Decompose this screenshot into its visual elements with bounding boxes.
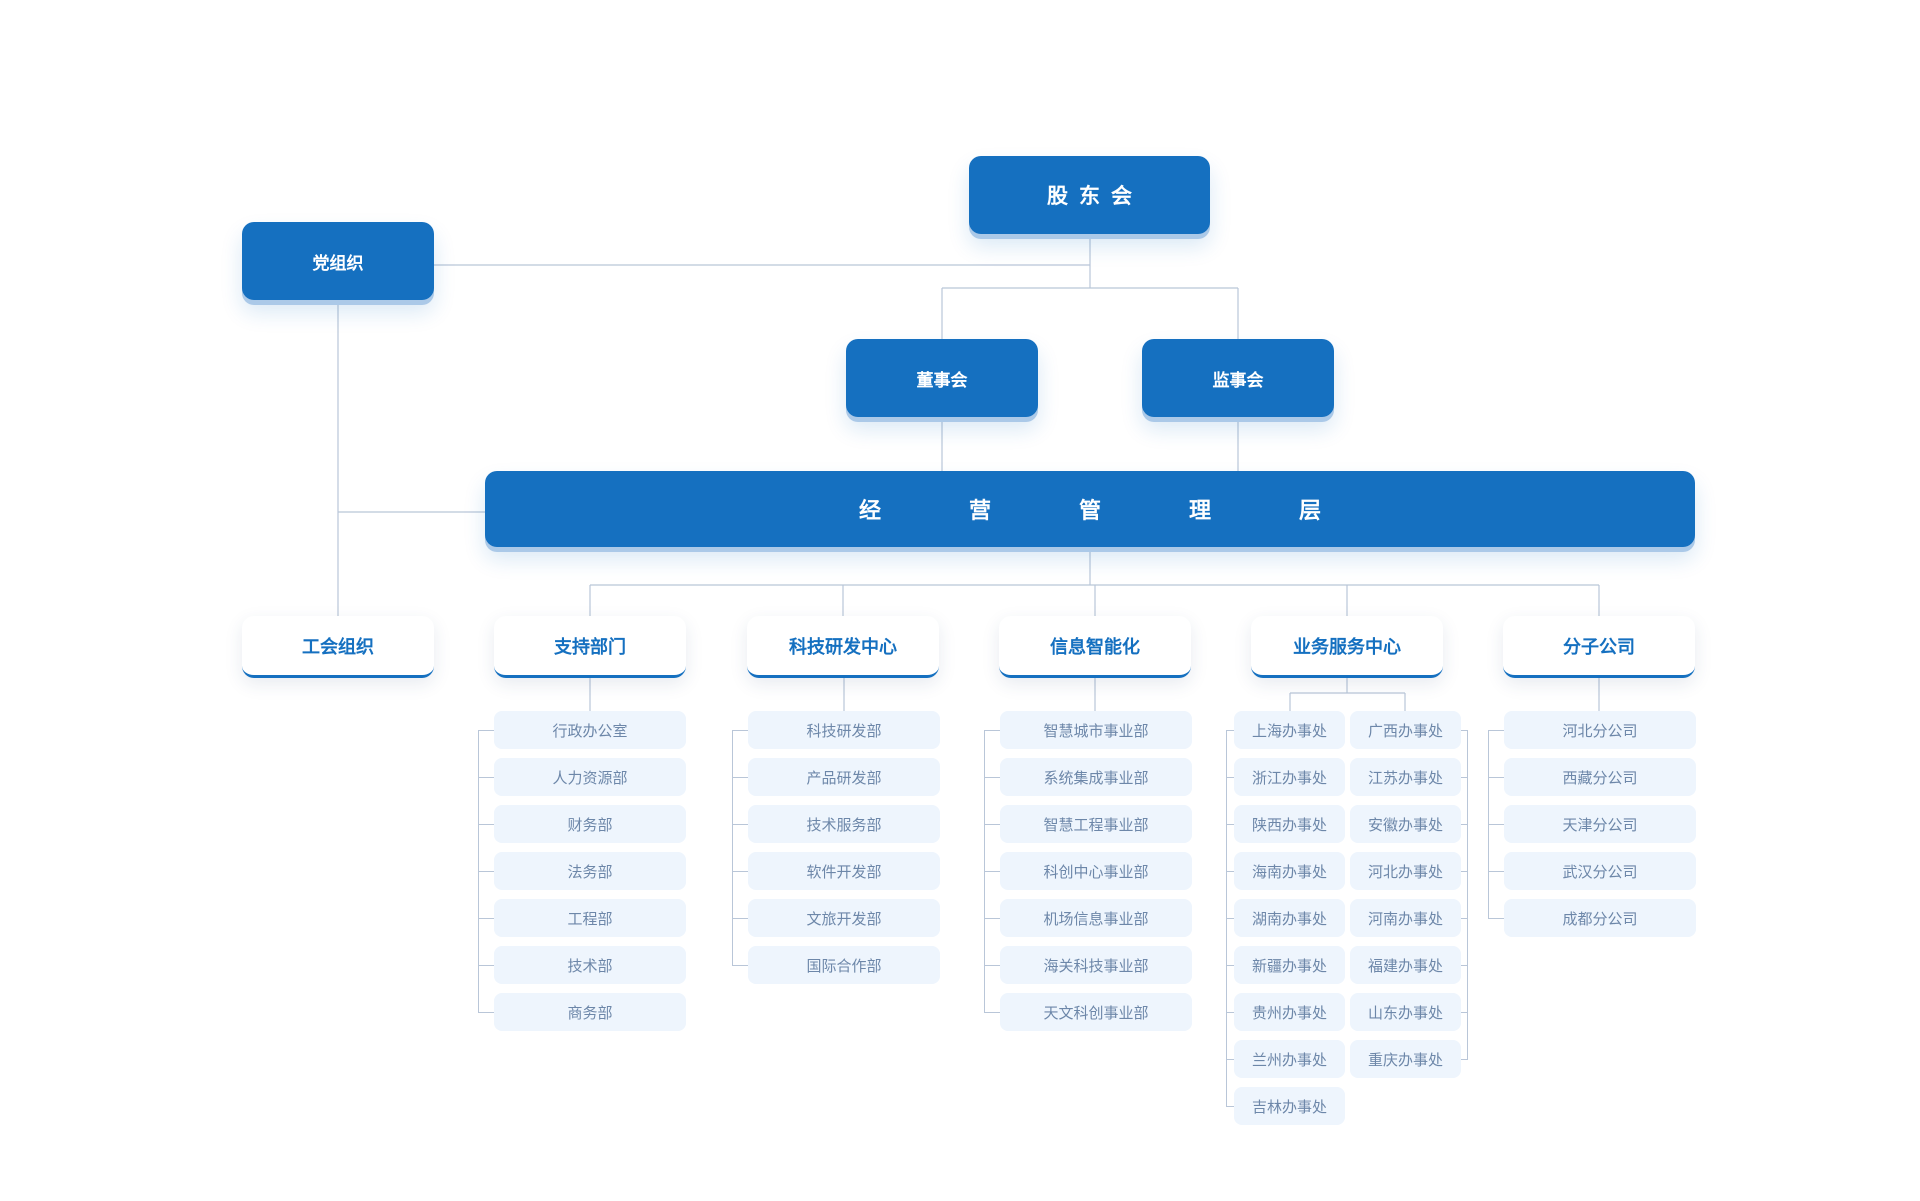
- board-of-directors-node: 董事会: [846, 339, 1038, 417]
- list-item: 新疆办事处: [1226, 946, 1345, 984]
- dept-label: 业务服务中心: [1293, 636, 1401, 658]
- list-item: 河北办事处: [1350, 852, 1468, 890]
- dept-label: 工会组织: [302, 636, 374, 658]
- list-item: 湖南办事处: [1226, 899, 1345, 937]
- list-item: 江苏办事处: [1350, 758, 1468, 796]
- board-of-supervisors-label: 监事会: [1212, 370, 1264, 391]
- list-item: 科技研发部: [732, 711, 940, 749]
- list-item: 法务部: [478, 852, 686, 890]
- business-service-list-right: 广西办事处 江苏办事处 安徽办事处 河北办事处 河南办事处 福建办事处 山东办事…: [1350, 711, 1468, 1078]
- dept-label: 分子公司: [1563, 636, 1635, 658]
- list-item: 吉林办事处: [1226, 1087, 1345, 1125]
- information-intelligence-list: 智慧城市事业部 系统集成事业部 智慧工程事业部 科创中心事业部 机场信息事业部 …: [984, 711, 1192, 1031]
- list-item: 成都分公司: [1488, 899, 1696, 937]
- support-dept-list: 行政办公室 人力资源部 财务部 法务部 工程部 技术部 商务部: [478, 711, 686, 1031]
- dept-information-intelligence: 信息智能化: [999, 616, 1191, 678]
- list-item: 浙江办事处: [1226, 758, 1345, 796]
- list-item: 上海办事处: [1226, 711, 1345, 749]
- subsidiaries-list: 河北分公司 西藏分公司 天津分公司 武汉分公司 成都分公司: [1488, 711, 1696, 937]
- shareholders-label: 股东会: [1047, 184, 1143, 208]
- dept-trade-union: 工会组织: [242, 616, 434, 678]
- list-item: 重庆办事处: [1350, 1040, 1468, 1078]
- dept-subsidiaries: 分子公司: [1503, 616, 1695, 678]
- list-item: 工程部: [478, 899, 686, 937]
- list-item: 陕西办事处: [1226, 805, 1345, 843]
- dept-label: 支持部门: [554, 636, 626, 658]
- list-item: 行政办公室: [478, 711, 686, 749]
- dept-business-service-center: 业务服务中心: [1251, 616, 1443, 678]
- board-of-directors-label: 董事会: [916, 370, 968, 391]
- dept-tech-rnd-center: 科技研发中心: [747, 616, 939, 678]
- list-item: 兰州办事处: [1226, 1040, 1345, 1078]
- list-item: 天文科创事业部: [984, 993, 1192, 1031]
- list-item: 人力资源部: [478, 758, 686, 796]
- list-item: 贵州办事处: [1226, 993, 1345, 1031]
- list-item: 智慧城市事业部: [984, 711, 1192, 749]
- list-item: 科创中心事业部: [984, 852, 1192, 890]
- list-item: 产品研发部: [732, 758, 940, 796]
- list-item: 河北分公司: [1488, 711, 1696, 749]
- list-item: 系统集成事业部: [984, 758, 1192, 796]
- list-item: 海关科技事业部: [984, 946, 1192, 984]
- list-item: 武汉分公司: [1488, 852, 1696, 890]
- business-service-list-left: 上海办事处 浙江办事处 陕西办事处 海南办事处 湖南办事处 新疆办事处 贵州办事…: [1226, 711, 1345, 1125]
- dept-label: 信息智能化: [1050, 636, 1140, 658]
- list-item: 河南办事处: [1350, 899, 1468, 937]
- list-item: 文旅开发部: [732, 899, 940, 937]
- management-layer-label: 经营管理层: [858, 499, 1409, 524]
- list-item: 软件开发部: [732, 852, 940, 890]
- dept-support: 支持部门: [494, 616, 686, 678]
- list-item: 西藏分公司: [1488, 758, 1696, 796]
- list-item: 财务部: [478, 805, 686, 843]
- board-of-supervisors-node: 监事会: [1142, 339, 1334, 417]
- list-item: 机场信息事业部: [984, 899, 1192, 937]
- management-layer-bar: 经营管理层: [485, 471, 1695, 547]
- dept-label: 科技研发中心: [789, 636, 897, 658]
- list-item: 国际合作部: [732, 946, 940, 984]
- list-item: 山东办事处: [1350, 993, 1468, 1031]
- list-item: 福建办事处: [1350, 946, 1468, 984]
- list-item: 天津分公司: [1488, 805, 1696, 843]
- list-item: 技术部: [478, 946, 686, 984]
- list-item: 技术服务部: [732, 805, 940, 843]
- party-organization-label: 党组织: [312, 253, 364, 274]
- list-item: 安徽办事处: [1350, 805, 1468, 843]
- list-item: 商务部: [478, 993, 686, 1031]
- list-item: 智慧工程事业部: [984, 805, 1192, 843]
- list-item: 广西办事处: [1350, 711, 1468, 749]
- party-organization-node: 党组织: [242, 222, 434, 300]
- list-item: 海南办事处: [1226, 852, 1345, 890]
- shareholders-node: 股东会: [969, 156, 1210, 234]
- tech-rnd-list: 科技研发部 产品研发部 技术服务部 软件开发部 文旅开发部 国际合作部: [732, 711, 940, 984]
